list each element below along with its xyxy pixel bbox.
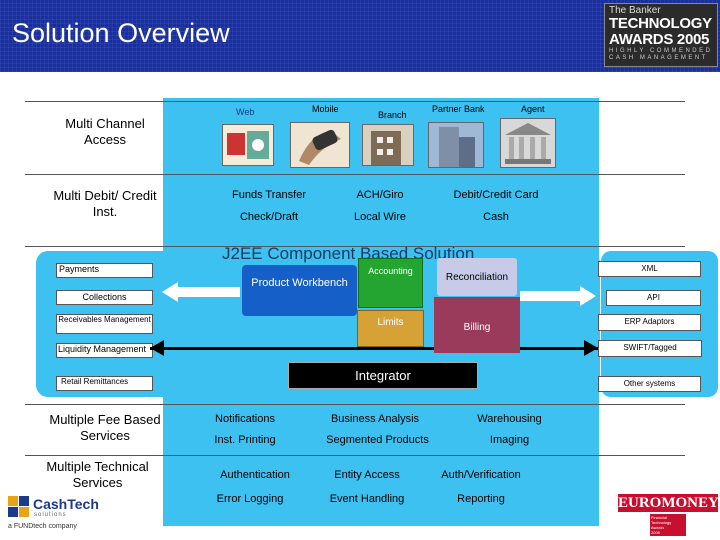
instrument-local-wire: Local Wire — [354, 211, 406, 223]
arrow-right-icon — [520, 286, 596, 306]
integrator-box[interactable]: Integrator — [288, 362, 478, 389]
label-multiple-technical: Multiple Technical Services — [46, 459, 149, 490]
branch-building-icon — [362, 124, 414, 166]
tech-error-logging: Error Logging — [216, 493, 284, 505]
cashtech-logo: CashTech solutions — [8, 496, 108, 520]
award-line1: The Banker — [609, 5, 661, 16]
bank-columns-icon — [500, 118, 556, 168]
module-receivables-management[interactable]: Receivables Management — [56, 314, 153, 334]
arrow-left-icon — [162, 282, 240, 302]
divider-instruments — [25, 246, 685, 247]
accounting-box[interactable]: Accounting — [358, 258, 423, 308]
fee-segmented-products: Segmented Products — [326, 434, 429, 446]
channel-label-web: Web — [236, 107, 255, 117]
fee-business-analysis: Business Analysis — [330, 413, 420, 425]
billing-box[interactable]: Billing — [434, 297, 520, 353]
divider-core — [25, 404, 685, 405]
instrument-ach-giro: ACH/Giro — [356, 189, 404, 201]
module-retail-remittances[interactable]: Retail Remittances — [56, 376, 153, 391]
module-payments[interactable]: Payments — [56, 263, 153, 278]
bus-arrow-left-icon — [150, 340, 164, 356]
integration-bus-line — [150, 347, 598, 350]
bus-arrow-right-icon — [584, 340, 598, 356]
interface-erp-adaptors[interactable]: ERP Adaptors — [598, 314, 701, 331]
fundtech-logo: a FUNDtech company — [8, 523, 77, 530]
label-multi-debit: Multi Debit/ Credit Inst. — [53, 188, 157, 219]
mobile-phone-icon — [290, 122, 350, 168]
divider-top — [25, 101, 685, 102]
interface-xml[interactable]: XML — [598, 261, 701, 277]
module-collections[interactable]: Collections — [56, 290, 153, 305]
office-tower-icon — [428, 122, 484, 168]
fee-notifications: Notifications — [215, 413, 275, 425]
fee-imaging: Imaging — [489, 434, 530, 446]
label-multiple-fee: Multiple Fee Based Services — [49, 412, 161, 443]
module-liquidity-management[interactable]: Liquidity Management — [56, 343, 153, 358]
channel-label-partner-bank: Partner Bank — [432, 104, 485, 114]
interface-api[interactable]: API — [606, 290, 701, 306]
page-title: Solution Overview — [12, 18, 230, 48]
divider-channel — [25, 174, 685, 175]
instrument-funds-transfer: Funds Transfer — [232, 189, 306, 201]
tech-event-handling: Event Handling — [329, 493, 405, 505]
product-workbench-box[interactable]: Product Workbench — [242, 265, 357, 316]
instrument-check-draft: Check/Draft — [239, 211, 299, 223]
limits-box[interactable]: Limits — [357, 310, 424, 347]
tech-entity-access: Entity Access — [334, 469, 400, 481]
instrument-cash: Cash — [483, 211, 509, 223]
channel-label-mobile: Mobile — [312, 104, 339, 114]
label-multi-channel: Multi Channel Access — [65, 116, 145, 147]
reconciliation-box[interactable]: Reconciliation — [437, 258, 517, 296]
divider-fee — [25, 455, 685, 456]
interface-swift-tagged[interactable]: SWIFT/Tagged — [598, 340, 702, 357]
tech-reporting: Reporting — [457, 493, 505, 505]
interface-other-systems[interactable]: Other systems — [598, 376, 701, 392]
channel-label-agent: Agent — [521, 104, 545, 114]
web-payment-icon — [222, 124, 274, 166]
fee-warehousing: Warehousing — [477, 413, 542, 425]
channel-label-branch: Branch — [378, 110, 407, 120]
tech-authentication: Authentication — [220, 469, 290, 481]
instrument-debit-credit-card: Debit/Credit Card — [453, 189, 539, 201]
tech-auth-verification: Auth/Verification — [441, 469, 521, 481]
fee-inst-printing: Inst. Printing — [214, 434, 276, 446]
